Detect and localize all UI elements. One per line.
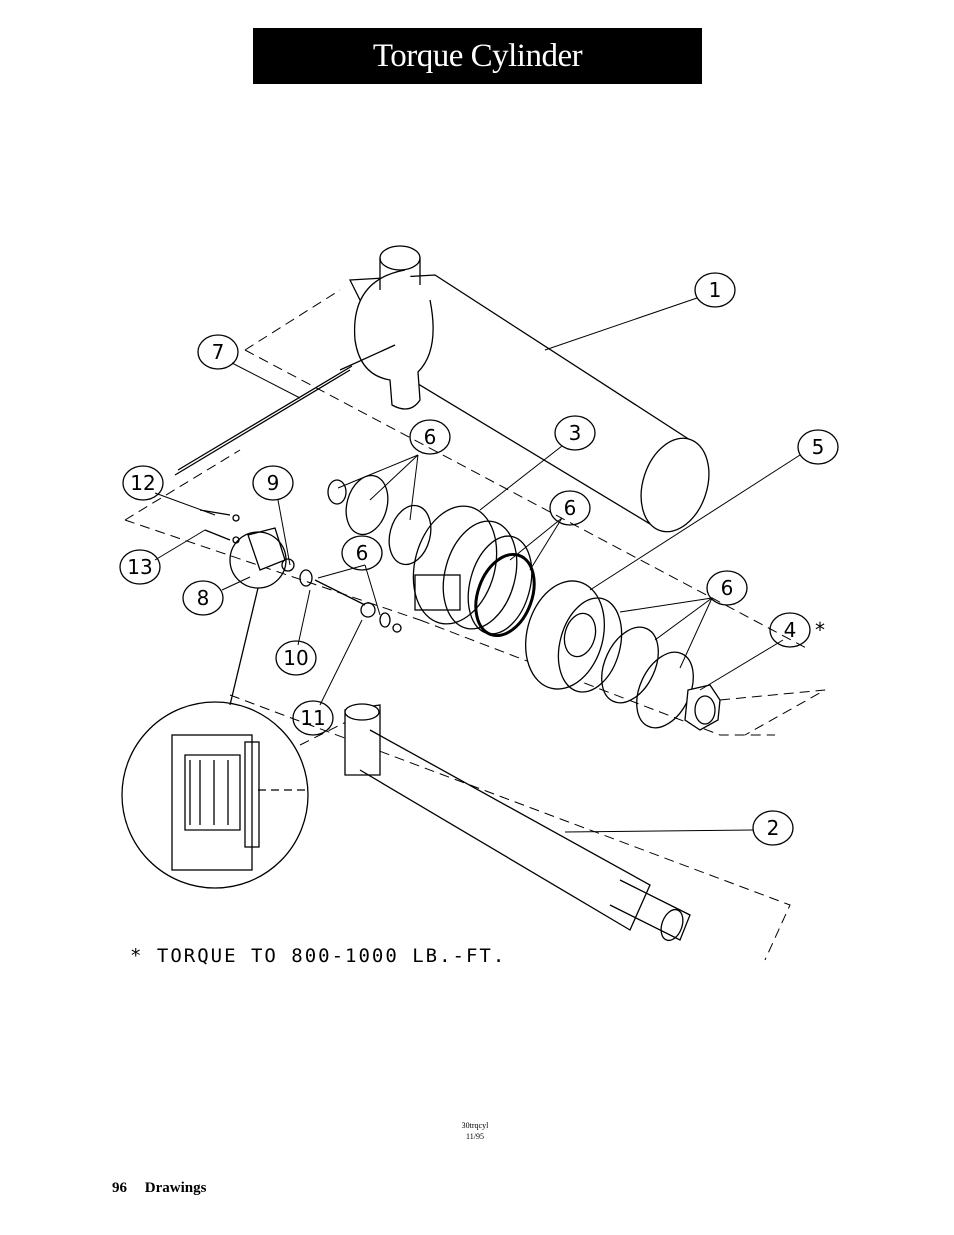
callout-9: 9 bbox=[267, 471, 280, 495]
file-code-name: 30trqcyl bbox=[461, 1121, 489, 1130]
file-code: 30trqcyl 11/95 bbox=[440, 1120, 510, 1142]
part-piston-rod bbox=[344, 703, 691, 942]
callout-6: 6 bbox=[356, 541, 369, 565]
torque-marker: * bbox=[815, 618, 825, 642]
page-title: Torque Cylinder bbox=[253, 28, 702, 84]
part-o-ring bbox=[327, 479, 347, 505]
callout-11: 11 bbox=[300, 706, 325, 730]
part-seal bbox=[345, 474, 389, 536]
file-code-date: 11/95 bbox=[466, 1132, 484, 1141]
callout-8: 8 bbox=[197, 586, 210, 610]
torque-note: * TORQUE TO 800-1000 LB.-FT. bbox=[130, 945, 506, 967]
callout-12: 12 bbox=[130, 471, 155, 495]
callout-4: 4 bbox=[784, 618, 797, 642]
part-backup-ring bbox=[474, 552, 536, 638]
part-piston bbox=[524, 580, 623, 693]
page-footer: 96 Drawings bbox=[112, 1180, 220, 1197]
part-block-assembly bbox=[199, 509, 402, 633]
section-name: Drawings bbox=[144, 1180, 207, 1196]
callout-5: 5 bbox=[812, 435, 825, 459]
part-cylinder-body bbox=[339, 245, 710, 533]
callout-3: 3 bbox=[569, 421, 582, 445]
callout-10: 10 bbox=[283, 646, 308, 670]
callout-7: 7 bbox=[212, 340, 225, 364]
part-tube bbox=[174, 365, 353, 476]
part-nut bbox=[684, 684, 721, 731]
callout-2: 2 bbox=[767, 816, 780, 840]
part-detail-view bbox=[121, 587, 310, 889]
callout-6: 6 bbox=[424, 425, 437, 449]
callout-6: 6 bbox=[564, 496, 577, 520]
callout-1: 1 bbox=[709, 278, 722, 302]
page-number: 96 bbox=[112, 1180, 127, 1196]
callout-13: 13 bbox=[127, 555, 152, 579]
callout-6: 6 bbox=[721, 576, 734, 600]
